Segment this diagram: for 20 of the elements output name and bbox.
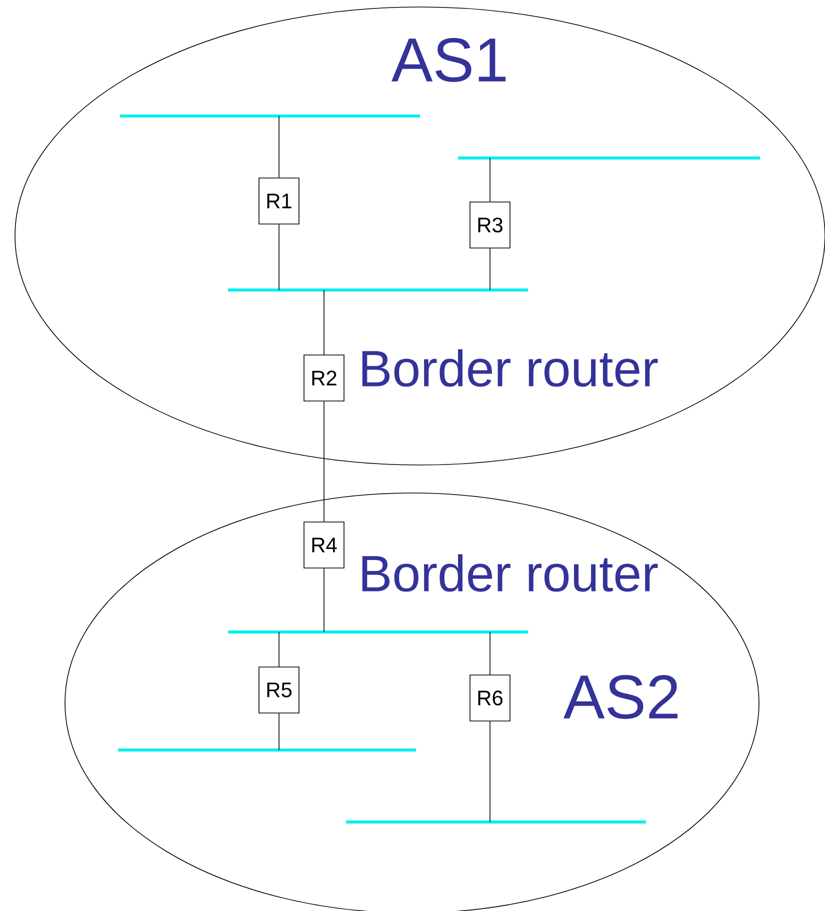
network-segment — [118, 748, 416, 752]
network-segment — [120, 114, 420, 118]
connector-line — [278, 713, 280, 750]
network-segment — [458, 156, 760, 160]
router-box: R4 — [304, 522, 344, 568]
connector-line — [278, 116, 280, 178]
router-box: R2 — [304, 354, 344, 402]
router-box: R5 — [258, 666, 300, 714]
connector-line — [278, 224, 280, 290]
router-box: R6 — [470, 674, 510, 722]
region-label: AS1 — [392, 38, 506, 82]
region-label: AS2 — [564, 675, 678, 719]
router-caption: Border router — [362, 349, 658, 387]
connector-line — [278, 632, 280, 667]
router-caption: Border router — [362, 554, 658, 592]
network-segment — [228, 288, 528, 292]
network-segment — [346, 820, 646, 824]
router-box: R3 — [470, 202, 510, 248]
network-segment — [228, 630, 528, 634]
router-box: R1 — [258, 178, 300, 224]
